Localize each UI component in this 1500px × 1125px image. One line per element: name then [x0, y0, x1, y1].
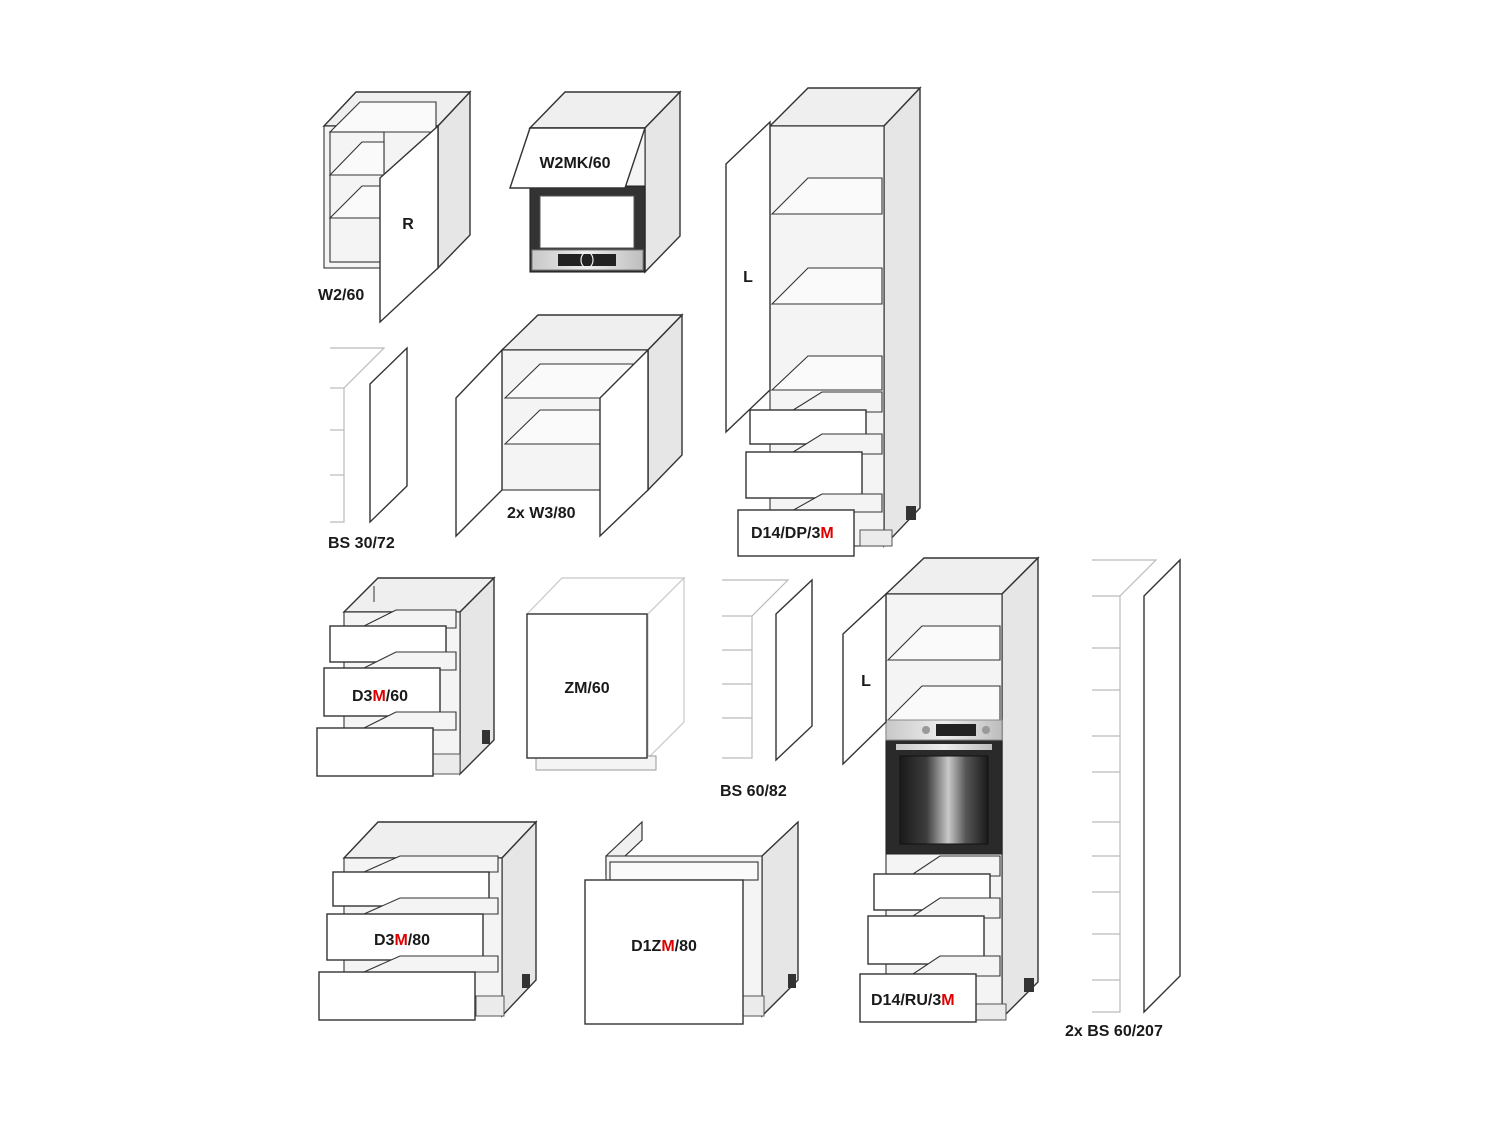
cabinet-d3m-60: D3M/60: [316, 576, 496, 777]
cabinet-w2-60: R W2/60: [318, 90, 472, 324]
door-hinge-label: L: [861, 673, 871, 690]
built-in-oven-icon: [885, 719, 1003, 855]
label-w3-80: 2x W3/80: [507, 505, 576, 522]
door-hinge-label: L: [743, 269, 753, 286]
cabinet-d14-dp-3m: L D14/DP/3M: [725, 86, 922, 557]
label-d1zm-80: D1ZM/80: [631, 938, 697, 955]
panel-bs-60-82: BS 60/82: [720, 578, 813, 800]
label-bs-30-72: BS 30/72: [328, 535, 395, 552]
label-w2-60: W2/60: [318, 287, 364, 304]
label-d14-dp-3m: D14/DP/3M: [751, 525, 834, 542]
label-w2mk-60: W2MK/60: [539, 155, 610, 172]
label-d3m-80: D3M/80: [374, 932, 430, 949]
panel-bs-60-207: 2x BS 60/207: [1065, 558, 1181, 1040]
cabinet-w2mk-60: W2MK/60: [509, 90, 682, 274]
label-d14-ru-3m: D14/RU/3M: [871, 992, 955, 1009]
door-hinge-label: R: [402, 216, 414, 233]
panel-zm-60: ZM/60: [525, 576, 686, 771]
label-d3m-60: D3M/60: [352, 688, 408, 705]
label-zm-60: ZM/60: [564, 680, 609, 697]
label-bs-60-82: BS 60/82: [720, 783, 787, 800]
cabinet-d14-ru-3m: L D14/RU/3M: [842, 556, 1040, 1023]
panel-bs-30-72: BS 30/72: [328, 346, 408, 552]
built-in-microwave-icon: [529, 185, 646, 273]
cabinet-d3m-80: D3M/80: [318, 820, 538, 1021]
cabinet-w3-80: 2x W3/80: [455, 313, 684, 538]
cabinet-d1zm-80: D1ZM/80: [584, 820, 799, 1025]
label-bs-60-207: 2x BS 60/207: [1065, 1023, 1163, 1040]
